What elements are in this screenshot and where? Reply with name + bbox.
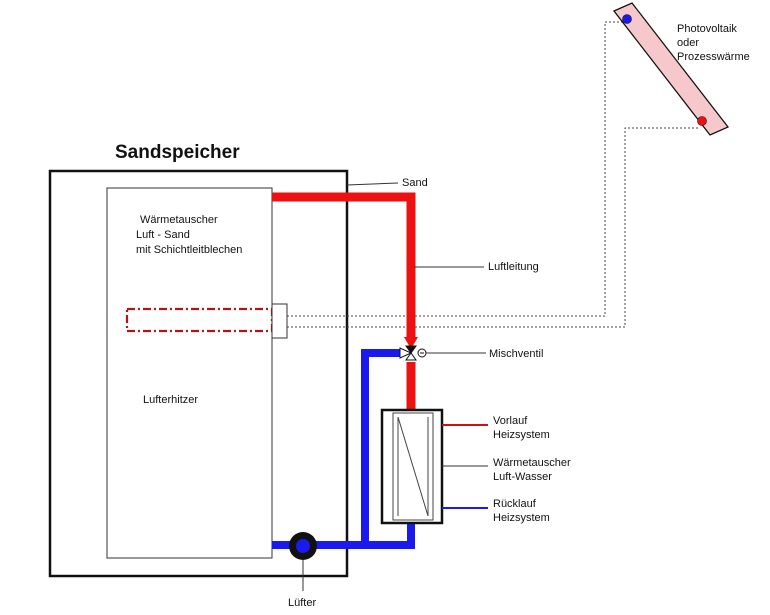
flow-arrow [404, 337, 418, 349]
pv-collector [612, 2, 730, 136]
hot-air-pipe [272, 192, 416, 340]
hx-air-water-label-1: Wärmetauscher [493, 457, 571, 469]
fan-icon [289, 532, 317, 560]
return-label-1: Rücklauf [493, 498, 537, 510]
mixing-valve [399, 345, 427, 361]
return-pipe-bottom [272, 523, 415, 549]
pv-label-1: Photovoltaik [677, 23, 737, 35]
flow-label-1: Vorlauf [493, 415, 528, 427]
title: Sandspeicher [115, 142, 240, 163]
sand-label: Sand [402, 177, 428, 189]
sand-leader [346, 182, 399, 186]
hx-air-sand-label-2: Luft - Sand [136, 229, 190, 241]
storage-tank [48, 169, 349, 578]
pv-label-2: oder [677, 37, 699, 49]
pv-label-3: Prozesswärme [677, 51, 750, 63]
pv-wiring [287, 21, 700, 328]
heat-exchanger-air-water [380, 408, 444, 525]
fan-label: Lüfter [288, 597, 316, 609]
heater-terminal-box [271, 303, 288, 339]
air-heater-label: Lufterhitzer [143, 394, 198, 406]
bypass-pipe [361, 349, 400, 545]
air-heater-element [125, 307, 274, 333]
hx-air-sand-label-1: Wärmetauscher [140, 214, 218, 226]
flow-label-2: Heizsystem [493, 429, 550, 441]
air-line-label: Luftleitung [488, 261, 539, 273]
heat-exchanger-air-sand [106, 187, 273, 559]
return-label-2: Heizsystem [493, 512, 550, 524]
hx-air-sand-label-3: mit Schichtleitblechen [136, 244, 242, 256]
mixing-valve-label: Mischventil [489, 348, 543, 360]
hx-air-water-label-2: Luft-Wasser [493, 471, 552, 483]
